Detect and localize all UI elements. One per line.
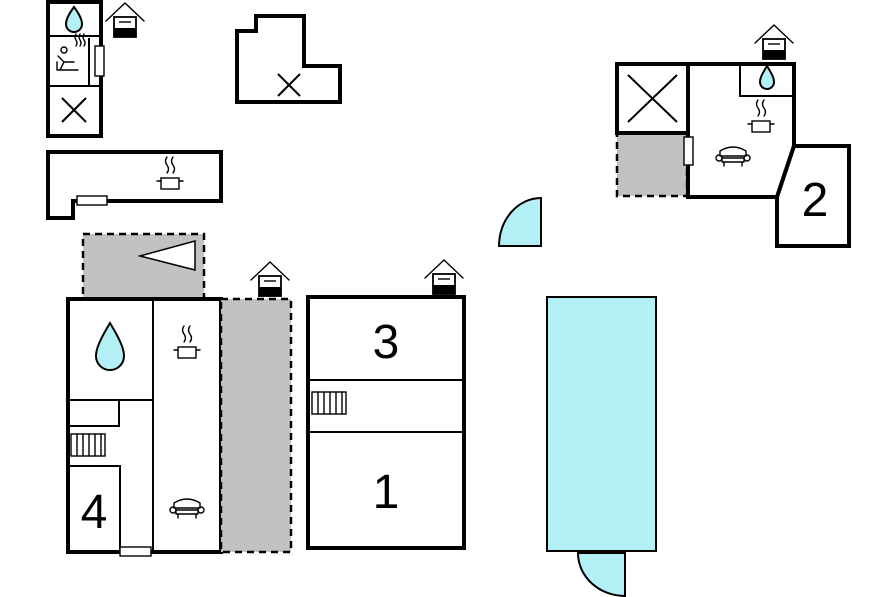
- sauna-icon: [56, 33, 86, 71]
- house-icon: [754, 24, 794, 60]
- house-icon: [250, 261, 290, 297]
- window-icon: [683, 136, 694, 166]
- window-icon: [94, 45, 105, 77]
- room-number-2: 2: [802, 174, 829, 227]
- room-number-3: 3: [373, 316, 400, 369]
- shower-icon: [94, 321, 126, 371]
- house-icon: [105, 2, 145, 38]
- stairs-icon: [70, 433, 106, 457]
- pool: [546, 296, 657, 552]
- door-swing-icon: [576, 552, 626, 597]
- cross-icon: [627, 74, 678, 123]
- house-middle: 3 1: [306, 295, 466, 550]
- shower-icon: [758, 64, 776, 90]
- room-number-4: 4: [81, 486, 108, 539]
- stairs-icon: [311, 391, 347, 415]
- house-left: 4: [66, 297, 223, 557]
- shower-icon: [64, 5, 84, 33]
- terrace-middle: [219, 297, 293, 554]
- house-right: 2: [615, 62, 851, 248]
- annex-storage: [235, 14, 342, 104]
- window-icon: [119, 546, 152, 557]
- window-icon: [76, 195, 108, 206]
- door-swing-icon: [497, 196, 542, 247]
- annex-kitchen: [46, 150, 223, 220]
- room-number-1: 1: [373, 466, 400, 519]
- annex-bath-sauna: [46, 0, 105, 138]
- fireplace-icon: [137, 240, 196, 271]
- cross-icon: [61, 97, 87, 123]
- house-icon: [424, 259, 464, 295]
- cross-icon: [277, 73, 301, 97]
- terrace-upper-left: [81, 232, 206, 301]
